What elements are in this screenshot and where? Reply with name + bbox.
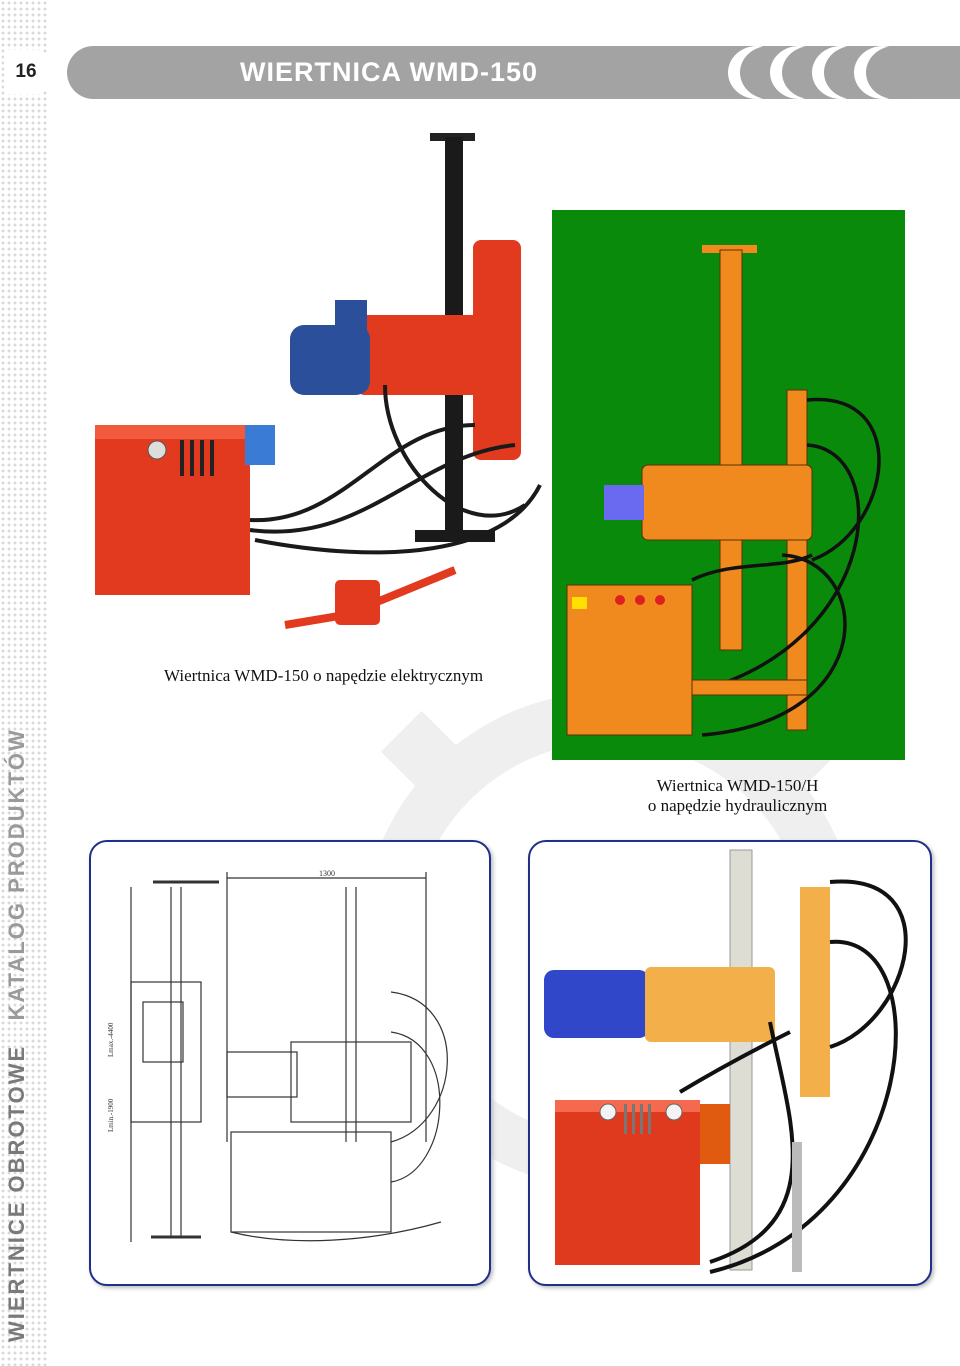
header-crescent-icon xyxy=(854,46,924,99)
dotted-side-strip xyxy=(0,0,48,1366)
technical-drawing: 1300 Lmax.-4400 Lmin.-1900 xyxy=(107,869,448,1242)
render-frame xyxy=(528,840,932,1286)
caption-hydraulic-line2: o napędzie hydraulicznym xyxy=(647,796,828,815)
caption-hydraulic-line1: Wiertnica WMD-150/H xyxy=(656,776,819,795)
caption-hydraulic: Wiertnica WMD-150/H o napędzie hydraulic… xyxy=(645,776,830,816)
caption-electric: Wiertnica WMD-150 o napędzie elektryczny… xyxy=(164,666,484,685)
electric-rig-photo xyxy=(95,133,542,629)
side-label-part2: KATALOG PRODUKTÓW xyxy=(4,728,29,1021)
hydraulic-rig-render xyxy=(544,849,908,1274)
drawing-lmin-label: Lmin.-1900 xyxy=(107,1098,115,1132)
drawing-lmax-label: Lmax.-4400 xyxy=(107,1022,115,1057)
side-section-label: WIERTNICE OBROTOWE KATALOG PRODUKTÓW xyxy=(4,728,44,1342)
side-label-part1: WIERTNICE OBROTOWE xyxy=(4,1044,29,1342)
hydraulic-rig-drawing xyxy=(552,210,905,760)
page-number: 16 xyxy=(4,50,48,94)
technical-drawing-frame: 1300 Lmax.-4400 Lmin.-1900 xyxy=(89,840,491,1286)
page-title: WIERTNICA WMD-150 xyxy=(240,57,538,87)
drawing-width-label: 1300 xyxy=(319,869,335,878)
